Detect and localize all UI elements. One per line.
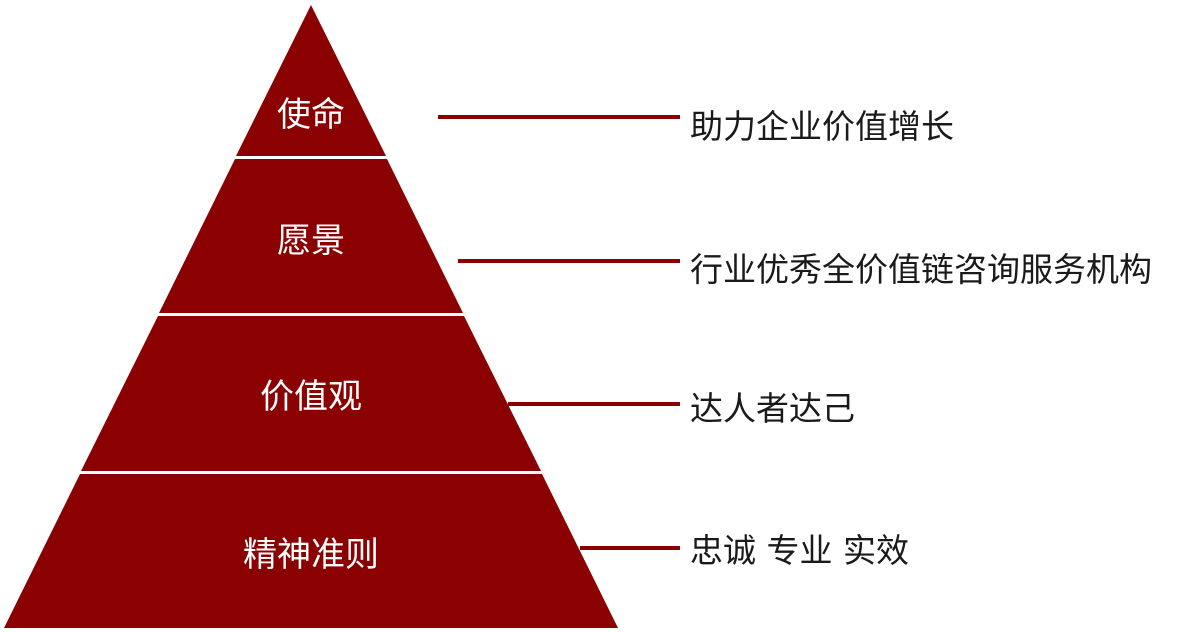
tier-vision-shape [159,159,463,313]
tier-vision-label: 愿景 [277,221,345,261]
tier-mission-description: 助力企业价值增长 [690,107,954,146]
tier-mission: 使命 助力企业价值增长 [236,5,954,156]
tier-mission-shape [236,5,386,156]
tier-principles-description: 忠诚 专业 实效 [690,531,909,570]
tier-values: 价值观 达人者达己 [81,316,855,471]
tier-mission-label: 使命 [277,95,345,135]
tier-principles: 精神准则 忠诚 专业 实效 [4,474,909,628]
tier-values-description: 达人者达己 [690,389,855,428]
tier-principles-shape [4,474,618,628]
tier-principles-label: 精神准则 [243,535,379,575]
tier-vision-description: 行业优秀全价值链咨询服务机构 [690,250,1152,289]
tier-vision: 愿景 行业优秀全价值链咨询服务机构 [159,159,1152,313]
tier-values-shape [81,316,541,471]
tier-values-label: 价值观 [260,377,362,417]
